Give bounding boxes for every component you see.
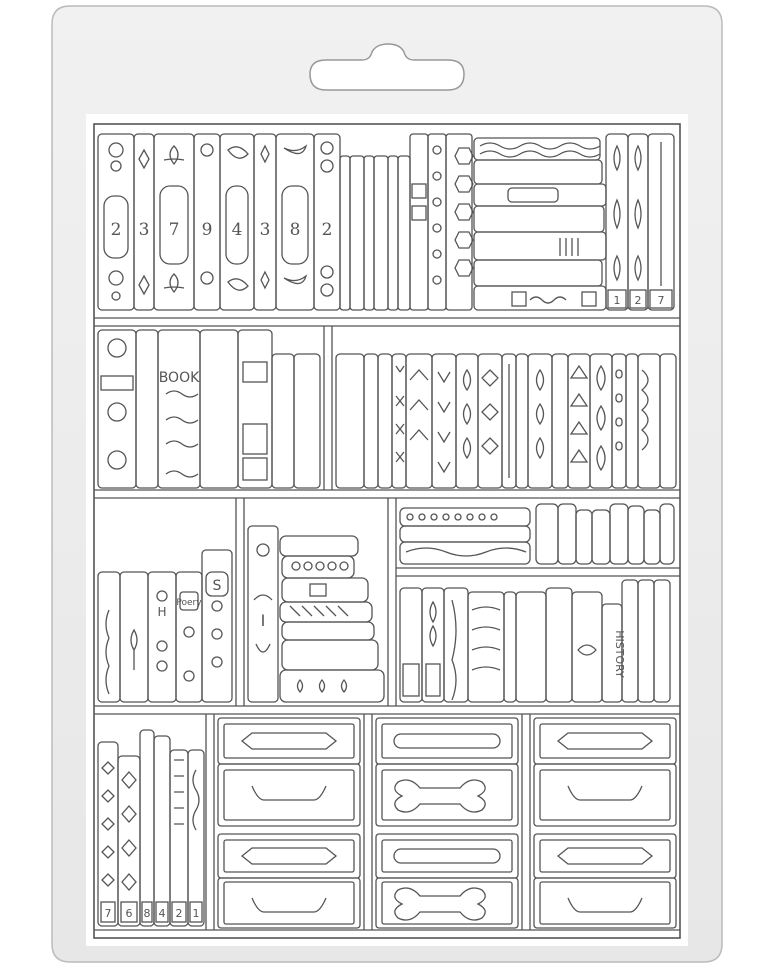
book-number-6: 3 [260,220,271,240]
third-shelf-left-books [97,549,233,703]
bottom-number-6: 1 [193,907,200,920]
shelf-outer-frame [93,123,681,939]
small-number-2: 2 [635,294,642,307]
second-shelf-right-books [335,353,677,489]
small-number-3: 7 [658,294,665,307]
book-number-1: 2 [111,220,122,240]
book-number-7: 8 [290,220,301,240]
book-number-4: 9 [202,220,213,240]
third-shelf-middle-books [247,525,385,703]
bottom-number-5: 2 [176,907,183,920]
shelf-boards [94,317,680,931]
bottom-number-1: 7 [105,907,112,920]
top-shelf-thin-books [339,133,474,311]
drawer-cabinet [217,717,677,929]
bottom-number-4: 4 [159,907,166,920]
top-shelf-right-books [605,133,675,311]
bottom-shelf-books [97,729,205,927]
book-number-5: 4 [232,220,243,240]
s-letter: S [213,578,222,594]
bottom-numbers: 7 6 8 4 2 1 [105,907,200,920]
book-number-3: 7 [169,220,180,240]
history-label: HISTORY [613,630,626,678]
third-shelf-lower-right-books [399,579,671,703]
top-right-numbers: 1 2 7 [614,294,665,307]
bottom-number-3: 8 [144,907,151,920]
book-label: BOOK [159,370,200,386]
i-letter: I [261,611,266,630]
third-shelf-upper-right-books [399,503,675,565]
small-number-1: 1 [614,294,621,307]
h-letter: H [157,605,166,619]
hang-hole [309,43,465,91]
top-shelf-numbered-books [97,133,341,311]
top-shelf-stacked-books [473,137,607,311]
bottom-number-2: 6 [126,907,133,920]
book-number-2: 3 [139,220,150,240]
top-numbers: 2 3 7 9 4 3 8 2 [111,220,333,240]
book-number-8: 2 [322,220,333,240]
design-panel [86,114,688,946]
poetry-label: Poery [176,598,202,608]
second-shelf-left-books [97,329,321,489]
